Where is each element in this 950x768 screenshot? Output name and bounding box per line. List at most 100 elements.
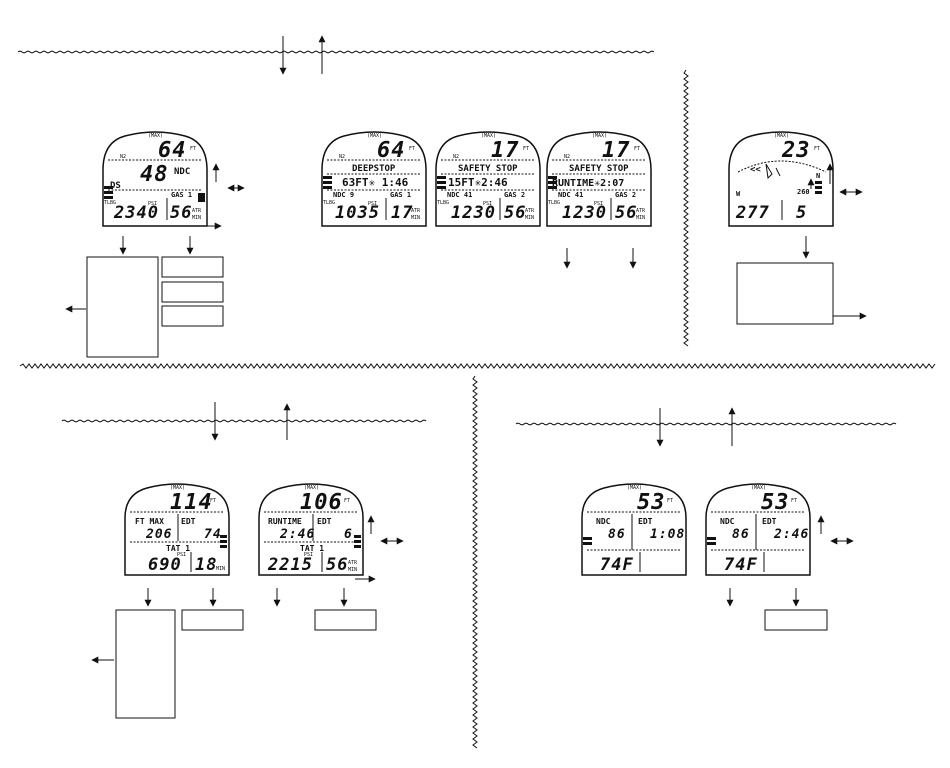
p1-arrows: [65, 163, 245, 313]
alt-screen-placeholder: [181, 609, 244, 631]
screen-free-dive-max: (MAX) 114 FT FT MAX 206 EDT 74 TAT 1 690…: [124, 483, 230, 576]
depth-value: 17: [602, 138, 631, 163]
alt-screen-placeholder: [736, 262, 834, 325]
depth-unit: FT: [523, 146, 529, 152]
temperature: 74F: [600, 555, 634, 575]
left-value: 86: [608, 527, 626, 542]
atr-label: ATR: [411, 208, 421, 214]
psi-label: PSI: [594, 201, 603, 207]
p7-arrows: [273, 515, 404, 631]
depth-value: 53: [637, 490, 666, 515]
depth-unit: FT: [634, 146, 640, 152]
max-label: (MAX): [592, 133, 607, 139]
max-label: (MAX): [751, 485, 766, 491]
air-time-remaining: 56: [170, 203, 192, 223]
temperature: 74F: [724, 555, 758, 575]
gas-label: GAS 1: [171, 191, 192, 199]
right-label: EDT: [181, 517, 196, 526]
depth-value: 23: [781, 138, 811, 163]
air-time-remaining: 56: [326, 555, 348, 575]
alt-screen-placeholder: [161, 305, 224, 327]
max-label: (MAX): [304, 485, 319, 491]
right-label: EDT: [638, 517, 653, 526]
right-value: 1:08: [650, 527, 685, 542]
min-label: MIN: [636, 215, 645, 221]
psi-label: PSI: [368, 201, 377, 207]
max-label: (MAX): [774, 133, 789, 139]
depth-unit: FT: [210, 498, 216, 504]
right-label: EDT: [762, 517, 777, 526]
depth-unit: FT: [667, 498, 673, 504]
tank-pressure: 1230: [562, 203, 607, 223]
max-label: (MAX): [481, 133, 496, 139]
tat-label: TAT 1: [166, 544, 190, 553]
descent-ascent-arrows-bottom-right: [656, 407, 736, 447]
left-value: 2:46: [279, 527, 315, 542]
gas-label: GAS 2: [615, 191, 636, 199]
ndc-label: NDC 41: [447, 191, 472, 199]
psi-label: PSI: [304, 552, 313, 558]
psi-label: PSI: [177, 552, 186, 558]
alt-screen-placeholder: [86, 256, 159, 358]
depth-value: 53: [761, 490, 790, 515]
ndc-label: NDC: [174, 167, 190, 177]
tlbg-label: TLBG: [548, 200, 560, 206]
atr-label: ATR: [636, 208, 646, 214]
ndc-label: NDC 41: [558, 191, 583, 199]
depth-value: 114: [170, 490, 213, 515]
ndc-value: 48: [140, 162, 169, 187]
air-time-remaining: 17: [391, 203, 413, 223]
max-label: (MAX): [627, 485, 642, 491]
left-label: NDC: [596, 517, 611, 526]
screen-runtime: (MAX) 106 FT RUNTIME 2:46 EDT 6 TAT 1 22…: [258, 483, 364, 576]
tank-pressure: 2215: [267, 555, 313, 575]
right-value: 5: [796, 203, 807, 223]
depth-value: 106: [300, 490, 343, 515]
tat-label: TAT 1: [300, 544, 324, 553]
psi-label: PSI: [483, 201, 492, 207]
tank-pressure: 1230: [451, 203, 496, 223]
p4-arrows: [563, 248, 637, 269]
air-time-remaining: 56: [504, 203, 526, 223]
water-surface-top: [17, 50, 655, 54]
psi-label: PSI: [148, 201, 157, 207]
right-label: EDT: [317, 517, 332, 526]
screen-safety-stop: (MAX) N2 17 FT SAFETY STOP 15FT✳2:46 NDC…: [435, 131, 541, 227]
p6-arrows: [91, 588, 244, 719]
ndc-label: NDC 9: [333, 191, 354, 199]
safety-stop-line: 15FT✳2:46: [448, 176, 508, 189]
gas-label: GAS 1: [390, 191, 411, 199]
alt-screen-placeholder: [764, 609, 828, 631]
tank-pressure: 2340: [113, 203, 159, 223]
descent-ascent-arrows-top: [279, 35, 326, 75]
atr-label: ATR: [192, 208, 202, 214]
section-divider-vertical-bottom: [472, 375, 478, 749]
alt-screen-placeholder: [115, 609, 176, 719]
right-value: 2:46: [773, 527, 809, 542]
runtime-line: RUNTIME✳2:07: [552, 178, 624, 189]
depth-value: 17: [491, 138, 520, 163]
section-divider-vertical-top: [683, 69, 689, 347]
air-time-remaining: 18: [195, 555, 217, 575]
max-label: (MAX): [367, 133, 382, 139]
target-heading: 260: [797, 188, 810, 196]
atr-label: ATR: [348, 560, 358, 566]
left-label: NDC: [720, 517, 735, 526]
depth-unit: FT: [409, 146, 415, 152]
max-label: (MAX): [148, 133, 163, 139]
screen-ndc-edt-2: (MAX) 53 FT NDC 86 EDT 2:46 74F: [705, 483, 811, 576]
north-label: N: [816, 172, 820, 180]
left-label: FT MAX: [135, 517, 164, 526]
screen-main-dive: (MAX) N2 64 FT 48 NDC DS GAS 1 TLBG 2340…: [102, 131, 208, 227]
tlbg-label: TLBG: [323, 200, 335, 206]
nitrogen-label: N2: [564, 154, 570, 160]
screen-compass: (MAX) 23 FT << W 277 N 260 5: [728, 131, 834, 227]
deep-stop-title: DEEPSTOP: [352, 164, 396, 174]
gas-label: GAS 2: [504, 191, 525, 199]
depth-unit: FT: [814, 146, 820, 152]
min-label: MIN: [411, 215, 420, 221]
left-value: 206: [145, 527, 172, 542]
p1-alt-screen-boxes: [86, 256, 224, 358]
min-label: MIN: [525, 215, 534, 221]
screen-safety-stop-runtime: (MAX) N2 17 FT SAFETY STOP RUNTIME✳2:07 …: [546, 131, 652, 227]
